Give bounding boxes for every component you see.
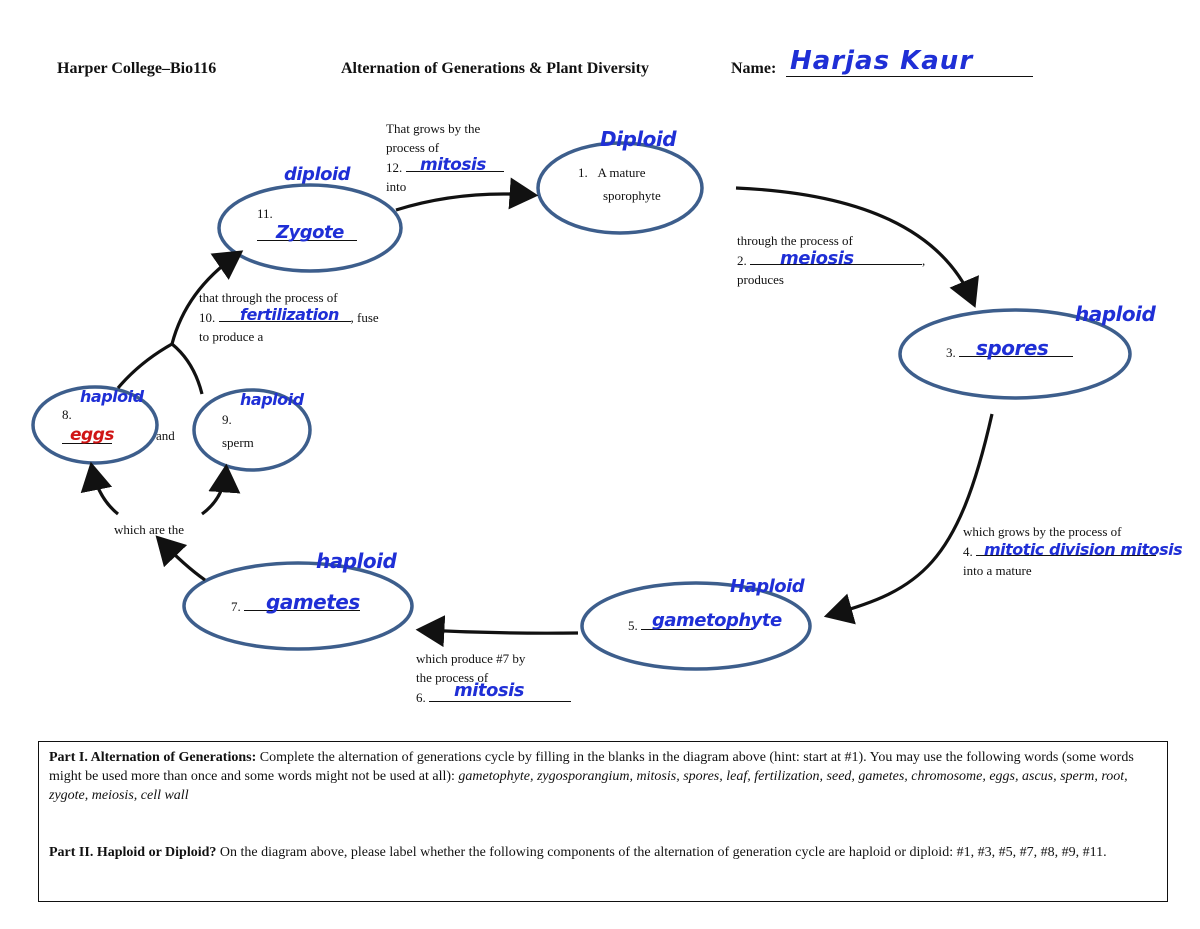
step11-blank: [257, 240, 357, 241]
part2-text: Part II. Haploid or Diploid? On the diag…: [49, 845, 1107, 860]
step7-blank: [244, 596, 360, 611]
arrow-3-to-5: [823, 413, 994, 625]
step2-blank: [750, 250, 922, 265]
ellipse-3: [898, 308, 1132, 400]
step12-label: That grows by the process of 12. into: [386, 119, 504, 196]
ellipse-9: [192, 388, 312, 472]
step1-label: 1. A mature: [578, 165, 646, 180]
instructions-box: Part I. Alternation of Generations: Comp…: [38, 741, 1168, 902]
step6-blank: [429, 687, 571, 702]
arrow-12-to-1: [395, 177, 539, 212]
ellipse-11: [217, 183, 403, 273]
step11-number: 11.: [257, 206, 273, 221]
step6-answer: mitosis: [454, 680, 525, 701]
name-line: [786, 76, 1033, 77]
step3-blank: [959, 342, 1073, 357]
step10-answer: fertilization: [240, 305, 339, 324]
step9-ploidy: haploid: [240, 390, 304, 409]
step6-label: which produce #7 by the process of 6.: [416, 649, 571, 707]
step2-label: through the process of 2. , produces: [737, 233, 926, 287]
ellipse-7: [182, 561, 414, 651]
step12-blank: [405, 157, 504, 172]
arrow-9-to-junction: [170, 342, 204, 395]
step3-answer: spores: [976, 336, 1049, 360]
and-label: and: [156, 428, 175, 443]
arrow-1-to-3: [735, 186, 979, 308]
step12-answer: mitosis: [420, 155, 486, 175]
step4-label: which grows by the process of 4. into a …: [963, 522, 1156, 580]
page-title: Alternation of Generations & Plant Diver…: [341, 60, 649, 77]
step5-answer: gametophyte: [652, 610, 782, 631]
step10-blank: [218, 307, 351, 322]
step7-label: 7.: [231, 596, 360, 616]
step5-blank: [641, 615, 753, 630]
which-are-the-label: which are the: [114, 522, 185, 537]
part1-text: Part I. Alternation of Generations: Comp…: [49, 750, 1134, 803]
ellipse-5: [580, 581, 812, 671]
college-course: Harper College–Bio116: [57, 60, 217, 77]
arrow-which-to-8: [80, 461, 120, 516]
step3-ploidy: haploid: [1075, 302, 1156, 326]
step4-blank: [976, 541, 1156, 556]
step11-answer: Zygote: [276, 222, 344, 243]
arrow-7-to-which: [155, 535, 206, 582]
step1-line2: sporophyte: [603, 188, 661, 203]
step9-text: sperm: [222, 435, 254, 450]
step11-ploidy: diploid: [284, 164, 351, 185]
step7-ploidy: haploid: [316, 549, 397, 573]
arrow-5-to-7: [415, 615, 579, 648]
step1-ploidy: Diploid: [600, 127, 677, 151]
student-name: Harjas Kaur: [790, 46, 974, 76]
step9-number: 9.: [222, 412, 232, 427]
step8-blank: [62, 443, 112, 444]
step5-ploidy: Haploid: [730, 576, 805, 597]
name-label: Name:: [731, 60, 777, 77]
step8-ploidy: haploid: [80, 387, 144, 406]
step5-label: 5.: [628, 615, 753, 635]
step3-label: 3.: [946, 342, 1073, 362]
arrow-junction-to-11: [170, 250, 244, 345]
step10-label: that through the process of 10. , fuse t…: [199, 290, 379, 344]
step4-answer: mitotic division mitosis: [984, 540, 1183, 559]
step7-answer: gametes: [266, 590, 360, 614]
step8-answer: eggs: [70, 425, 115, 445]
step8-number: 8.: [62, 407, 72, 422]
arrow-8-to-junction: [116, 342, 173, 390]
arrow-which-to-9: [201, 463, 241, 516]
step2-answer: meiosis: [780, 248, 854, 269]
